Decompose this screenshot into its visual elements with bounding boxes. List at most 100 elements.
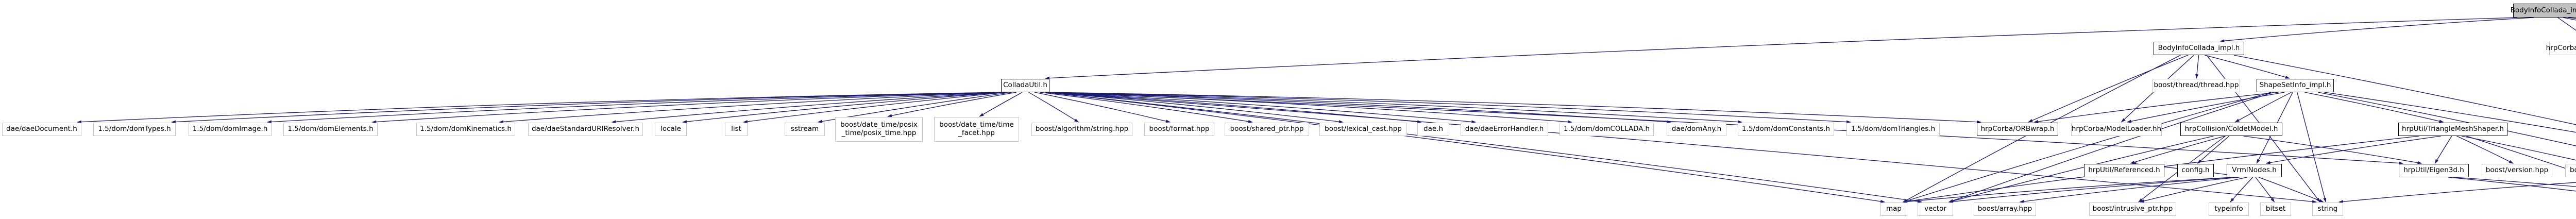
graph-node-label: locale xyxy=(660,125,681,133)
graph-node-bodyinfocollada-impl-cpp: BodyInfoCollada_impl.cpp xyxy=(2510,4,2576,18)
graph-node-label: hrpUtil/Eigen3d.h xyxy=(2403,166,2464,175)
graph-node-boost-intrusive-ptr-hpp: boost/intrusive_ptr.hpp xyxy=(2089,203,2176,216)
graph-node-label: hrpCorba/ViewSimulator.hh xyxy=(2546,44,2576,53)
include-edge xyxy=(1045,92,1742,124)
graph-node-label: boost/lexical_cast.hpp xyxy=(1325,125,1402,133)
graph-node-label: dae.h xyxy=(1423,125,1443,133)
graph-node-boost-date-time-posix-time-posix-time-hpp: boost/date_time/posix _time/posix_time.h… xyxy=(835,117,923,142)
graph-node-label: boost/format.hpp xyxy=(1149,125,1210,133)
graph-node-hrpcollision-coldetmodel-h[interactable]: hrpCollision/ColdetModel.h xyxy=(2180,123,2282,136)
graph-node-label: boost/intrusive_ptr.hpp xyxy=(2092,205,2173,213)
include-edge xyxy=(1948,177,2235,204)
graph-node-hrputil-referenced-h[interactable]: hrpUtil/Referenced.h xyxy=(2084,164,2164,177)
graph-node-hrputil-eigen3d-h[interactable]: hrpUtil/Eigen3d.h xyxy=(2399,164,2469,177)
include-edge xyxy=(1045,92,1922,203)
graph-node-label: ShapeSetInfo_impl.h xyxy=(2259,81,2331,90)
graph-node-boost-date-time-time-facet-hpp: boost/date_time/time _facet.hpp xyxy=(934,117,1019,142)
graph-node-boost-lexical-cast-hpp: boost/lexical_cast.hpp xyxy=(1319,123,1407,136)
graph-node-colladautil-h[interactable]: ColladaUtil.h xyxy=(1001,79,1049,92)
graph-node-1-5-dom-domconstants-h: 1.5/dom/domConstants.h xyxy=(1738,123,1834,136)
include-edge xyxy=(171,92,1006,124)
graph-node-boost-algorithm-string-hpp: boost/algorithm/string.hpp xyxy=(1031,123,1132,136)
graph-node-label: config.h xyxy=(2181,166,2210,175)
include-edge xyxy=(2461,136,2576,161)
include-edge xyxy=(2297,92,2327,203)
include-edge xyxy=(2028,55,2189,123)
graph-node-label: sstream xyxy=(790,125,819,133)
include-edge xyxy=(2466,136,2576,173)
include-edge xyxy=(1028,92,1079,123)
graph-node-hrpcorba-orbwrap-h[interactable]: hrpCorba/ORBwrap.h xyxy=(1977,123,2058,136)
graph-node-bitset: bitset xyxy=(2260,203,2291,216)
include-edge xyxy=(1948,136,2214,203)
include-edge xyxy=(2130,136,2225,164)
include-edge xyxy=(1040,92,1253,123)
graph-node-dae-daedocument-h: dae/daeDocument.h xyxy=(2,123,81,136)
include-edge xyxy=(2195,55,2199,79)
graph-node-label: hrpCollision/ColdetModel.h xyxy=(2184,125,2278,133)
graph-node-label: boost/array.hpp xyxy=(1977,205,2032,213)
include-edge xyxy=(2557,17,2576,31)
include-edge xyxy=(2456,136,2514,164)
include-edge xyxy=(1045,92,1851,124)
include-edge xyxy=(2126,92,2285,123)
include-edge xyxy=(371,92,1006,124)
graph-node-dae-daestandarduriresolver-h: dae/daeStandardURIResolver.h xyxy=(528,123,643,136)
include-edge xyxy=(2258,177,2324,203)
include-edge xyxy=(1045,17,2518,80)
graph-node-label: BodyInfoCollada_impl.h xyxy=(2158,44,2240,53)
include-edge xyxy=(2324,92,2576,133)
graph-node-vrmlnodes-h[interactable]: VrmlNodes.h xyxy=(2227,164,2282,177)
graph-node-label: hrpCorba/ModelLoader.hh xyxy=(2071,125,2162,133)
include-edge xyxy=(1034,92,1171,123)
graph-node-label: boost/shared_ptr.hpp xyxy=(1230,125,1304,133)
graph-node-label: dae/daeErrorHandler.h xyxy=(1465,125,1544,133)
include-edge xyxy=(2019,177,2240,203)
graph-node-shapesetinfo-impl-h[interactable]: ShapeSetInfo_impl.h xyxy=(2257,79,2334,92)
include-edge xyxy=(2205,55,2290,79)
graph-node-label: list xyxy=(731,125,741,133)
graph-node-label: string xyxy=(2317,205,2338,213)
graph-node-boost-version-hpp: boost/version.hpp xyxy=(2482,164,2552,177)
graph-node-label: BodyInfoCollada_impl.cpp xyxy=(2510,6,2576,14)
graph-node-label: 1.5/dom/domKinematics.h xyxy=(420,125,512,133)
graph-node-1-5-dom-domkinematics-h: 1.5/dom/domKinematics.h xyxy=(416,123,515,136)
include-edge xyxy=(611,92,1006,124)
graph-node-label: 1.5/dom/domCOLLADA.h xyxy=(1563,125,1650,133)
graph-node-label: boost/thread/thread.hpp xyxy=(2154,81,2239,90)
include-edge xyxy=(743,92,1008,123)
graph-node-map: map xyxy=(1880,203,1907,216)
graph-node-vector: vector xyxy=(1918,203,1953,216)
graph-node-label: 1.5/dom/domElements.h xyxy=(287,125,374,133)
include-edge xyxy=(2255,177,2275,203)
graph-node-label: typeinfo xyxy=(2214,205,2243,213)
graph-node-label: dae/daeStandardURIResolver.h xyxy=(531,125,640,133)
include-edge xyxy=(2234,92,2292,123)
graph-node-label: 1.5/dom/domTriangles.h xyxy=(1851,125,1936,133)
graph-node-sstream: sstream xyxy=(785,123,825,136)
graph-node-1-5-dom-domtriangles-h: 1.5/dom/domTriangles.h xyxy=(1846,123,1940,136)
include-edge xyxy=(2197,136,2230,164)
include-edge xyxy=(2219,17,2534,43)
include-edge xyxy=(2139,177,2247,203)
include-edge xyxy=(1948,92,2274,203)
graph-node-hrpcorba-viewsimulator-hh: hrpCorba/ViewSimulator.hh xyxy=(2546,42,2576,55)
graph-node-dae-h: dae.h xyxy=(1417,123,1449,136)
include-edge xyxy=(2338,182,2576,204)
graph-node-bodyinfocollada-impl-h[interactable]: BodyInfoCollada_impl.h xyxy=(2154,42,2244,55)
graph-node-label: hrpUtil/TriangleMeshShaper.h xyxy=(2402,125,2504,133)
graph-node-config-h[interactable]: config.h xyxy=(2177,164,2214,177)
include-edge xyxy=(2243,136,2422,164)
graph-node-label: dae/daeDocument.h xyxy=(6,125,77,133)
graph-node-hrputil-trianglemeshshaper-h[interactable]: hrpUtil/TriangleMeshShaper.h xyxy=(2398,123,2507,136)
include-edge xyxy=(2265,136,2441,164)
graph-node-label: boost/date_time/time _facet.hpp xyxy=(939,121,1014,137)
include-edge xyxy=(1045,92,1885,203)
graph-node-1-5-dom-domimage-h: 1.5/dom/domImage.h xyxy=(189,123,272,136)
include-edge xyxy=(2448,177,2576,192)
graph-node-label: 1.5/dom/domConstants.h xyxy=(1741,125,1831,133)
graph-node-label: bitset xyxy=(2265,205,2286,213)
